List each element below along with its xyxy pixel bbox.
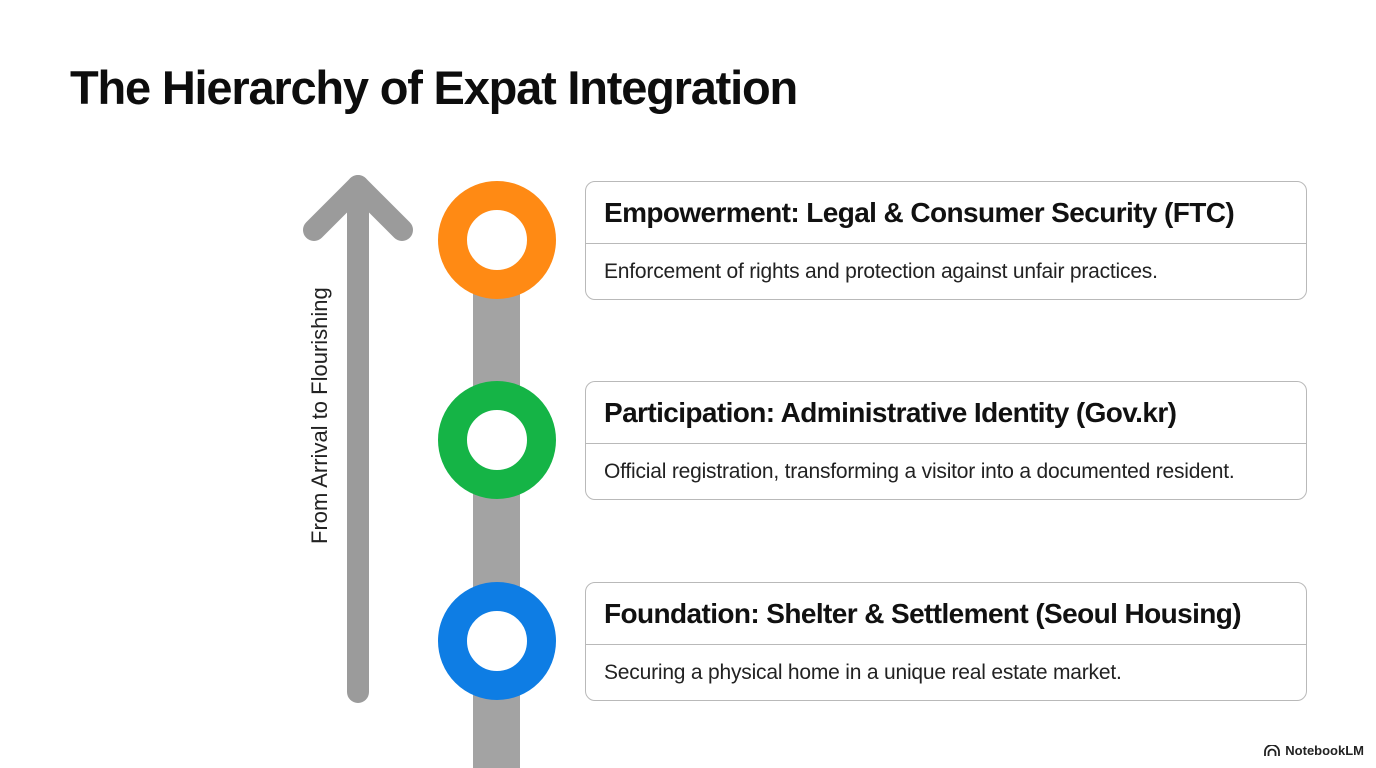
up-arrow-icon: [303, 175, 413, 703]
level-description: Official registration, transforming a vi…: [604, 459, 1235, 483]
page-title: The Hierarchy of Expat Integration: [70, 61, 798, 114]
level-card-foundation: Foundation: Shelter & Settlement (Seoul …: [585, 582, 1307, 701]
level-card-participation: Participation: Administrative Identity (…: [585, 381, 1307, 500]
axis-label: From Arrival to Flourishing: [307, 287, 332, 544]
level-marker-foundation: [438, 582, 556, 700]
brand-name: NotebookLM: [1285, 743, 1364, 758]
notebooklm-logo-icon: [1264, 744, 1281, 756]
level-card-empowerment: Empowerment: Legal & Consumer Security (…: [585, 181, 1307, 300]
level-description: Securing a physical home in a unique rea…: [604, 660, 1122, 684]
level-heading: Empowerment: Legal & Consumer Security (…: [586, 182, 1306, 244]
level-marker-empowerment: [438, 181, 556, 299]
level-heading: Participation: Administrative Identity (…: [586, 382, 1306, 444]
level-marker-participation: [438, 381, 556, 499]
level-heading: Foundation: Shelter & Settlement (Seoul …: [586, 583, 1306, 645]
level-description: Enforcement of rights and protection aga…: [604, 259, 1158, 283]
brand-watermark: NotebookLM: [1264, 743, 1364, 758]
